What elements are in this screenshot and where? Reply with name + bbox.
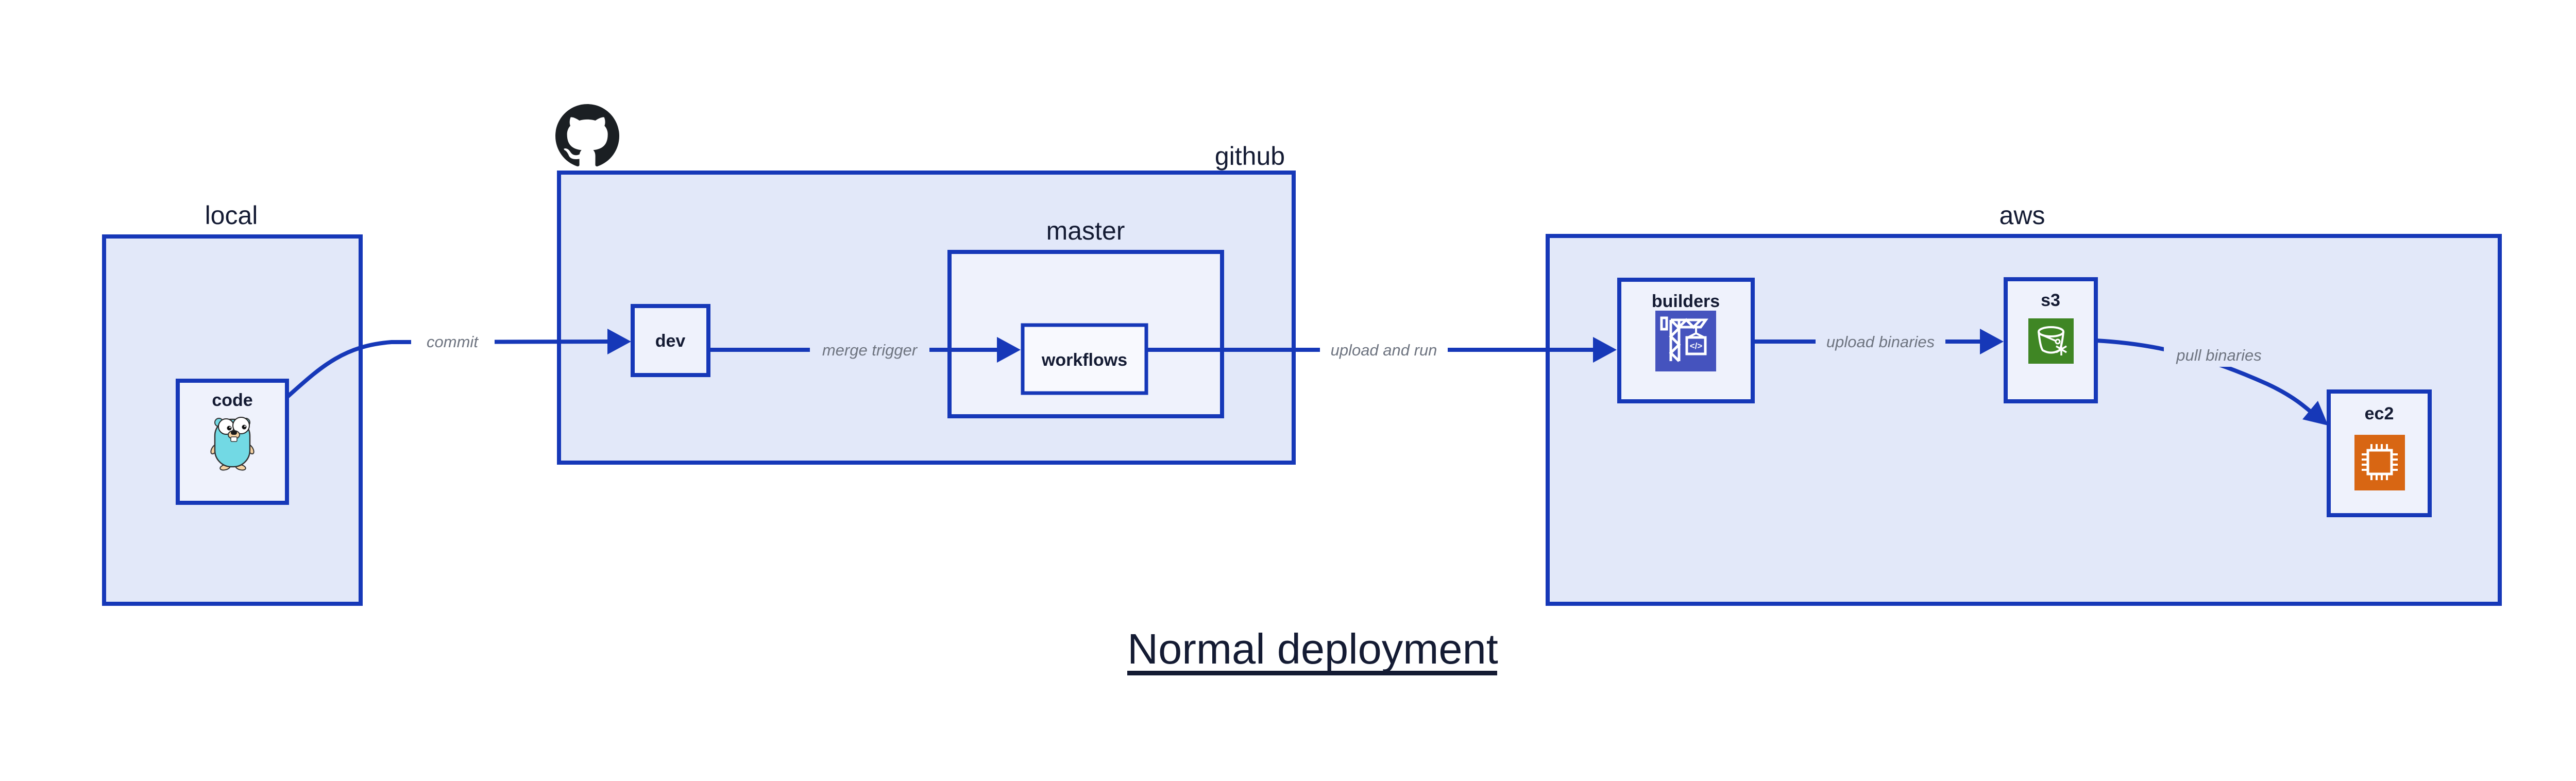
s3-node-label: s3 [2041,291,2060,310]
master-container-label: master [1046,216,1125,245]
dev-node-label: dev [655,331,686,351]
edge-label-upload-binaries: upload binaries [1826,333,1935,351]
diagram-title-underline [1127,671,1497,675]
dev-node-box [631,304,710,377]
edge-label-pull-binaries: pull binaries [2176,346,2261,364]
edge-pull-binaries [2095,338,2320,420]
local-container-label: local [205,201,258,230]
builders-node-label: builders [1652,292,1720,311]
builders-node-box [1617,278,1755,403]
pull-binaries-label-backing [2164,342,2274,367]
ec2-node-label: ec2 [2365,404,2394,423]
github-container-label: github [1215,142,1285,171]
upload-and-run-label-backing [1320,338,1448,362]
s3-bucket-icon [2028,318,2074,364]
edge-label-merge-trigger: merge trigger [822,341,918,359]
github-octocat-icon [555,104,619,166]
arrowhead-merge-trigger [997,337,1021,363]
commit-label-backing [411,330,495,353]
edge-label-upload-and-run: upload and run [1331,341,1437,359]
ec2-chip-icon [2354,435,2405,490]
diagram-title-text: Normal deployment [1127,625,1498,673]
aws-container-label: aws [1999,201,2045,230]
edge-label-commit: commit [427,333,479,351]
codebuild-crane-icon: </> [1655,311,1716,371]
merge-trigger-label-backing [810,338,929,362]
arrowhead-pull-binaries [2302,401,2328,426]
workflows-node-box [1021,323,1148,395]
workflows-node-label: workflows [1041,350,1127,370]
code-node-label: code [212,390,252,410]
diagram-title: Normal deployment [1127,625,1498,675]
codebuild-code-glyph: </> [1690,341,1703,351]
arrowhead-upload-and-run [1593,337,1617,363]
edge-commit [285,339,609,399]
upload-binaries-label-backing [1816,330,1945,353]
arrowhead-upload-binaries [1980,329,2004,354]
arrowhead-commit [607,329,631,354]
go-gopher-icon [210,417,255,471]
